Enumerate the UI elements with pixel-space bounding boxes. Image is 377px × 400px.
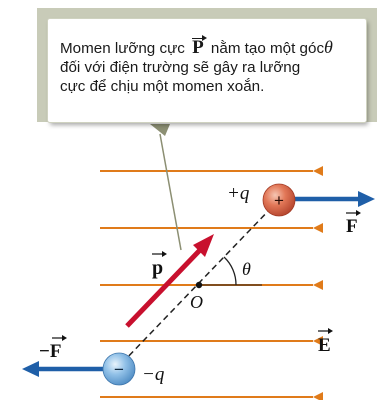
callout-line-3: cực để chịu một momen xoắn. <box>60 78 265 95</box>
svg-text:E: E <box>318 335 331 356</box>
dipole-axis <box>121 204 275 364</box>
field-arrowhead <box>313 223 323 233</box>
label-plus-q: +q <box>227 183 250 204</box>
field-arrowhead <box>313 280 323 290</box>
positive-charge: + <box>262 183 296 217</box>
field-arrowhead <box>313 166 323 176</box>
label-origin: O <box>190 292 203 312</box>
svg-text:−F: −F <box>39 341 61 362</box>
negative-charge: − <box>102 352 136 386</box>
callout-leader-line <box>159 133 182 251</box>
center-point <box>195 281 203 289</box>
explanation-callout: Momen lưỡng cực P nằm tạo một gócθ đối v… <box>48 19 366 122</box>
dipole-symbol: P <box>192 35 207 58</box>
callout-text-before: Momen lưỡng cực <box>60 40 185 57</box>
angle-arc <box>223 256 237 286</box>
svg-text:+: + <box>274 191 284 210</box>
svg-text:p: p <box>152 257 163 279</box>
dipole-moment-arrow <box>125 248 202 328</box>
callout-text-after: nằm tạo một góc <box>210 40 325 57</box>
svg-text:F: F <box>346 216 358 237</box>
label-field: E <box>318 328 333 356</box>
label-dipole-vector: p <box>152 251 167 279</box>
dipole-moment-arrowhead <box>193 234 214 257</box>
callout-theta: θ <box>324 37 333 57</box>
callout-frame-right <box>366 8 377 122</box>
svg-text:−: − <box>114 360 124 379</box>
label-minus-q: −q <box>142 364 165 385</box>
callout-frame-top <box>37 8 377 20</box>
label-angle: θ <box>242 259 251 279</box>
callout-frame-left <box>37 8 48 122</box>
field-arrowhead <box>313 392 323 400</box>
label-force-negative: −F <box>39 335 67 362</box>
force-arrowhead-positive <box>358 191 375 207</box>
label-force-positive: F <box>346 210 361 237</box>
callout-line-2: đối với điện trường sẽ gây ra lưỡng <box>60 59 301 76</box>
force-arrowhead-negative <box>22 361 39 377</box>
field-arrowhead <box>313 336 323 346</box>
callout-pointer <box>150 124 170 136</box>
callout-line-1: Momen lưỡng cực P nằm tạo một gócθ <box>60 35 356 58</box>
